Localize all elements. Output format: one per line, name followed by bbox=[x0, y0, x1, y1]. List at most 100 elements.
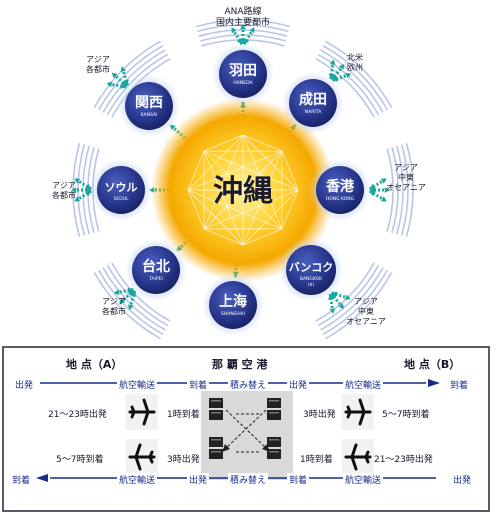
plane-icon-a-top bbox=[126, 394, 158, 430]
route-arc bbox=[320, 49, 384, 113]
region-labels: ANA路線国内主要都市北米欧州アジア中東オセアニアアジア中東オセアニアアジア各都… bbox=[52, 5, 426, 326]
a-depart-time: 21～23時出発 bbox=[48, 410, 107, 420]
outer-arrow-hongkong-0-head bbox=[369, 183, 376, 189]
outer-arrow-haneda-0-head bbox=[236, 38, 242, 45]
cargo-container-icon bbox=[267, 398, 281, 408]
outer-arrow-haneda-1-head bbox=[240, 24, 246, 30]
airport-name-en: NARITA bbox=[305, 109, 322, 115]
hub-mesh-lines bbox=[187, 134, 299, 246]
cargo-container-stripe bbox=[269, 400, 279, 402]
mesh-line bbox=[203, 134, 244, 152]
plane-icon-b-top bbox=[342, 394, 374, 430]
region-label-top-right: 北米 bbox=[347, 52, 363, 62]
mesh-line bbox=[242, 150, 283, 246]
airport-name-en: SEOUL bbox=[113, 196, 129, 202]
region-label-left: 各都市 bbox=[52, 190, 76, 200]
route-arc bbox=[391, 147, 399, 233]
airport-node-circle bbox=[209, 281, 257, 329]
top-naha-arrive: 到着 bbox=[187, 378, 210, 391]
airport-node-circle bbox=[316, 166, 364, 214]
bottom-transship: 積み替え bbox=[228, 473, 269, 486]
outer-arrow-bangkok-1-head bbox=[338, 302, 345, 309]
airport-name-jp: 成田 bbox=[299, 91, 327, 108]
transship-arrowhead-2 bbox=[222, 444, 230, 452]
outer-arrow-hongkong-2-head bbox=[380, 196, 387, 202]
b-depart-time: 21～23時出発 bbox=[374, 455, 433, 465]
route-arc bbox=[322, 269, 389, 336]
outer-arrow-haneda-2-head bbox=[249, 27, 255, 34]
airport-node-circle bbox=[289, 79, 337, 127]
outer-arrow-bangkok-2-head bbox=[328, 294, 334, 300]
airport-name-jp: 台北 bbox=[142, 258, 170, 275]
top-a-depart: 出発 bbox=[14, 378, 35, 391]
airport-node-circle bbox=[286, 245, 336, 295]
naha-arrive-time-2: 1時到着 bbox=[300, 455, 333, 465]
airport-note: (※) bbox=[308, 282, 315, 287]
bottom-naha-depart: 出発 bbox=[187, 473, 210, 486]
route-arc bbox=[325, 272, 393, 340]
route-arc bbox=[102, 49, 166, 113]
region-label-top-right: 欧州 bbox=[347, 62, 363, 72]
mesh-line bbox=[242, 228, 283, 246]
mesh-line bbox=[203, 150, 299, 191]
top-naha-depart: 出発 bbox=[287, 378, 310, 391]
mesh-line bbox=[242, 134, 283, 230]
bottom-flow-arrowhead bbox=[36, 474, 48, 482]
outer-arrow-seoul-2-head bbox=[74, 178, 81, 184]
airport-name-en: BANGKOK bbox=[300, 276, 323, 282]
outer-arrow-haneda-2-head bbox=[244, 38, 250, 45]
outer-arrow-taipei-1-head bbox=[119, 298, 126, 304]
route-arc bbox=[322, 44, 389, 111]
route-arc bbox=[97, 269, 164, 336]
outer-arrow-hongkong-1-head bbox=[384, 187, 390, 193]
route-arc bbox=[405, 142, 414, 238]
mesh-line bbox=[187, 189, 283, 230]
airport-name-jp: 香港 bbox=[325, 178, 355, 195]
outer-arrow-kansai-1-head bbox=[120, 80, 127, 87]
mesh-line bbox=[187, 150, 283, 191]
mesh-line bbox=[242, 134, 283, 152]
plane-icon-b-bottom bbox=[342, 439, 374, 475]
cargo-container-icons bbox=[209, 398, 281, 459]
outer-arrow-kansai-0-head bbox=[106, 81, 113, 88]
mesh-line bbox=[187, 189, 205, 230]
region-label-left: アジア bbox=[52, 181, 76, 190]
outer-arrow-hongkong-2-head bbox=[369, 191, 376, 197]
cargo-container-icon bbox=[209, 437, 223, 447]
naha-depart-time-2: 3時出発 bbox=[303, 410, 336, 420]
mesh-line bbox=[203, 189, 299, 230]
airport-name-en: TAIPEI bbox=[148, 276, 163, 282]
airport-node-circle bbox=[125, 82, 173, 130]
cargo-container-icon bbox=[267, 410, 281, 420]
top-flow-arrowhead bbox=[428, 379, 440, 387]
route-arc bbox=[111, 262, 171, 322]
mesh-line bbox=[187, 150, 205, 191]
region-label-right: 中東 bbox=[398, 172, 414, 182]
a-arrive-time: 5～7時到着 bbox=[56, 455, 104, 465]
outer-arrow-seoul-0-head bbox=[74, 196, 81, 202]
outer-arrow-haneda-0-head bbox=[231, 27, 237, 34]
naha-airport-heading: 那 覇 空 港 bbox=[212, 358, 268, 371]
cargo-container-stripe bbox=[269, 412, 279, 414]
route-arc bbox=[93, 272, 161, 340]
cargo-container-icon bbox=[209, 410, 223, 420]
naha-depart-time-1: 3時出発 bbox=[167, 455, 200, 465]
region-label-bottom-right: アジア bbox=[354, 297, 378, 306]
route-arc bbox=[325, 40, 393, 108]
mesh-line bbox=[203, 228, 244, 246]
route-arc bbox=[82, 145, 90, 235]
mesh-line bbox=[203, 150, 244, 246]
top-b-arrive: 到着 bbox=[450, 381, 469, 391]
cargo-container-stripe bbox=[211, 439, 221, 441]
bottom-b-depart: 出発 bbox=[452, 473, 473, 486]
cargo-container-stripe bbox=[211, 412, 221, 414]
region-label-top: ANA路線 bbox=[224, 5, 261, 17]
outer-arrow-kansai-1-head bbox=[111, 72, 118, 79]
cargo-container-icon bbox=[267, 449, 281, 459]
outer-arrow-seoul-1-head bbox=[71, 187, 77, 193]
